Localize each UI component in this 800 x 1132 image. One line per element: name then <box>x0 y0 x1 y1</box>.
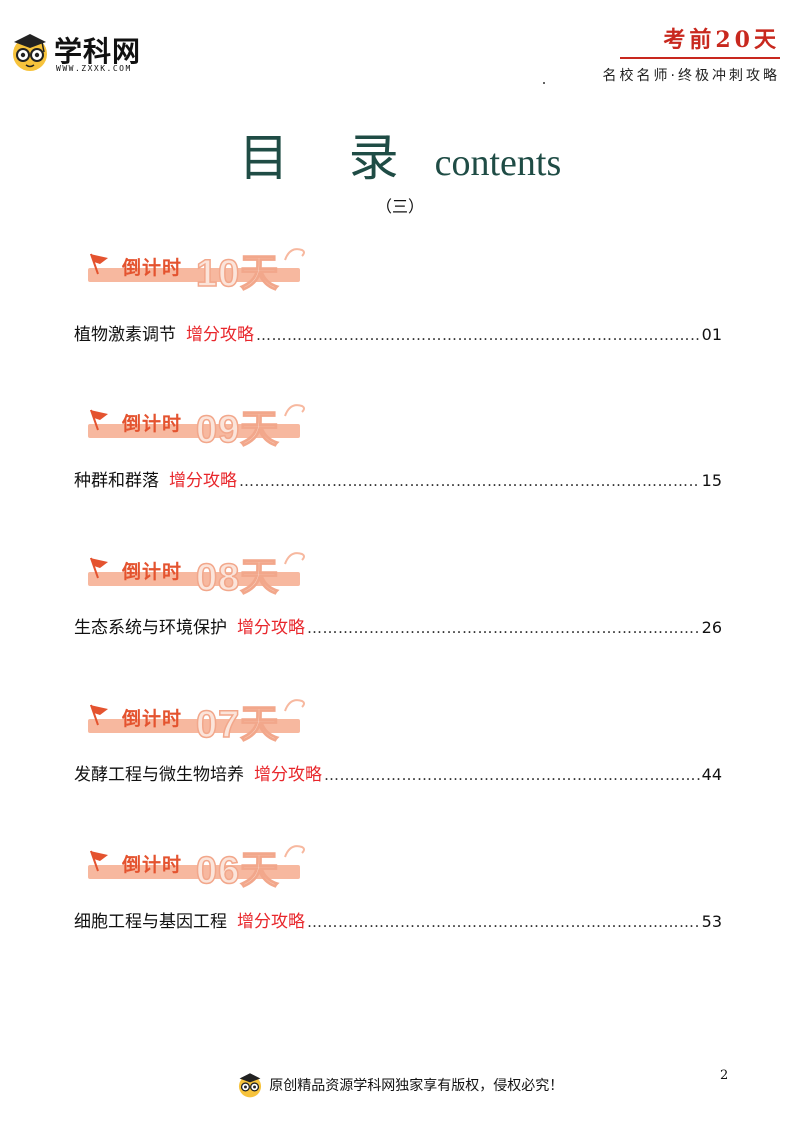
header-title: 考前20天 <box>663 27 780 53</box>
badge-band <box>88 268 300 282</box>
countdown-badge-10: 倒计时 10天 <box>82 242 312 296</box>
entry-page: 44 <box>701 765 722 784</box>
badge-days: 10天 <box>195 252 280 296</box>
toc-entry[interactable]: 植物激素调节 增分攻略 …………………………………………………………………………… <box>74 320 722 345</box>
dot-leader: …………………………………………………………………………………………………………… <box>256 326 700 344</box>
footer: 原创精品资源学科网独家享有版权，侵权必究！ <box>0 1072 800 1098</box>
badge-days: 08天 <box>195 556 280 600</box>
dot-leader: …………………………………………………………………………………………………………… <box>307 619 700 637</box>
entry-page: 01 <box>701 325 722 344</box>
badge-band <box>88 572 300 586</box>
badge-days: 07天 <box>195 703 280 747</box>
flag-icon <box>90 253 108 275</box>
badge-band <box>88 865 300 879</box>
swirl-icon <box>284 248 305 261</box>
page-title: 目 录 contents <box>0 118 800 190</box>
entry-title: 植物激素调节 <box>74 325 176 345</box>
countdown-badge-06: 倒计时 06天 <box>82 839 312 893</box>
flag-icon <box>90 409 108 431</box>
countdown-badge-09: 倒计时 09天 <box>82 398 312 452</box>
site-logo[interactable]: 学科网 WWW.ZXXK.COM <box>10 24 170 76</box>
badge-label: 倒计时 <box>122 413 183 435</box>
logo-url: WWW.ZXXK.COM <box>56 64 132 73</box>
swirl-icon <box>284 404 305 417</box>
toc-entry[interactable]: 细胞工程与基因工程 增分攻略 …………………………………………………………………… <box>74 907 722 932</box>
badge-band <box>88 719 300 733</box>
toc-entry[interactable]: 生态系统与环境保护 增分攻略 …………………………………………………………………… <box>74 613 722 638</box>
decorative-dot <box>543 82 545 84</box>
badge-band <box>88 424 300 438</box>
title-zh: 目 录 <box>238 129 421 187</box>
entry-tag: 增分攻略 <box>169 471 237 491</box>
header-tagline: 考前20天 名校名师·终极冲刺攻略 <box>580 22 780 85</box>
badge-label: 倒计时 <box>122 257 183 279</box>
entry-tag: 增分攻略 <box>254 765 322 785</box>
badge-days: 06天 <box>195 849 280 893</box>
entry-title: 生态系统与环境保护 <box>74 618 227 638</box>
copyright-notice: 原创精品资源学科网独家享有版权，侵权必究！ <box>269 1078 564 1094</box>
entry-page: 26 <box>701 618 722 637</box>
entry-title: 发酵工程与微生物培养 <box>74 765 244 785</box>
flag-icon <box>90 704 108 726</box>
flag-icon <box>90 850 108 872</box>
header-subtitle: 名校名师·终极冲刺攻略 <box>602 68 780 84</box>
title-en: contents <box>434 142 562 184</box>
header-divider <box>620 57 780 59</box>
toc-entry[interactable]: 发酵工程与微生物培养 增分攻略 ………………………………………………………………… <box>74 760 722 785</box>
countdown-badge-07: 倒计时 07天 <box>82 693 312 747</box>
mascot-owl-icon <box>13 34 47 71</box>
badge-label: 倒计时 <box>122 561 183 583</box>
mascot-owl-icon <box>238 1073 261 1098</box>
dot-leader: …………………………………………………………………………………………………………… <box>307 913 700 931</box>
page-subtitle: （三） <box>375 197 424 216</box>
dot-leader: …………………………………………………………………………………………………………… <box>324 766 700 784</box>
swirl-icon <box>284 845 305 858</box>
swirl-icon <box>284 699 305 712</box>
entry-tag: 增分攻略 <box>237 618 305 638</box>
swirl-icon <box>284 552 305 565</box>
entry-page: 53 <box>701 912 722 931</box>
dot-leader: …………………………………………………………………………………………………………… <box>239 472 700 490</box>
entry-page: 15 <box>701 471 722 490</box>
badge-label: 倒计时 <box>122 708 183 730</box>
entry-tag: 增分攻略 <box>186 325 254 345</box>
page-number: 2 <box>720 1068 729 1083</box>
countdown-badge-08: 倒计时 08天 <box>82 546 312 600</box>
toc-entry[interactable]: 种群和群落 增分攻略 ……………………………………………………………………………… <box>74 466 722 491</box>
flag-icon <box>90 557 108 579</box>
logo-text: 学科网 <box>54 35 142 68</box>
badge-days: 09天 <box>195 408 280 452</box>
entry-title: 细胞工程与基因工程 <box>74 912 227 932</box>
entry-title: 种群和群落 <box>74 471 159 491</box>
badge-label: 倒计时 <box>122 854 183 876</box>
entry-tag: 增分攻略 <box>237 912 305 932</box>
